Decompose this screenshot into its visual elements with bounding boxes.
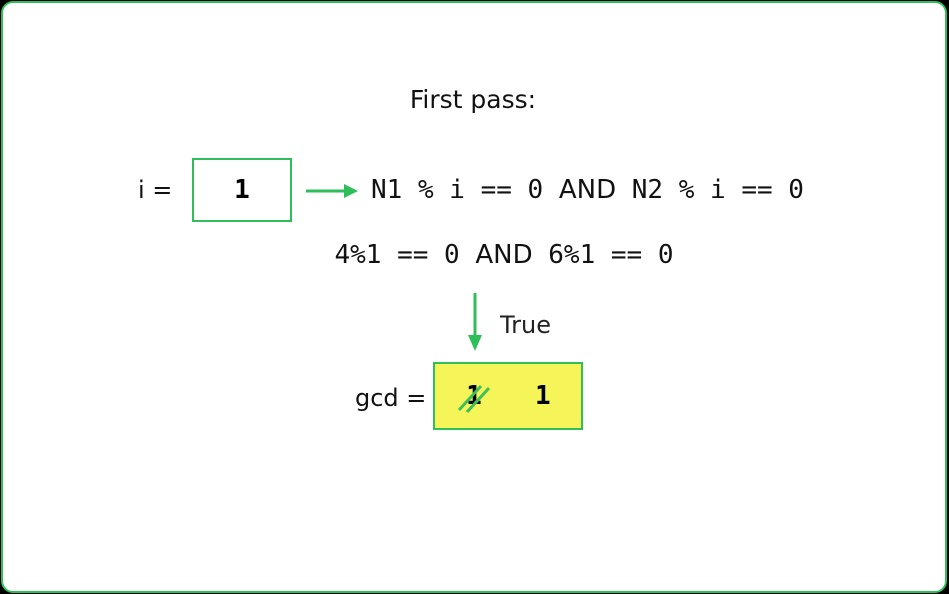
gcd-value-box: 1 1 — [433, 362, 583, 430]
evaluated-left: 4%1 == 0 — [334, 240, 476, 270]
strikethrough-icon — [457, 384, 491, 414]
arrow-right-icon — [306, 184, 358, 198]
evaluated-expression: 4%1 == 0 AND 6%1 == 0 — [3, 240, 945, 270]
condition-expression: N1 % i == 0 AND N2 % i == 0 — [371, 175, 804, 205]
evaluated-right: 6%1 == 0 — [532, 240, 674, 270]
i-value: 1 — [234, 175, 250, 205]
result-label: True — [500, 311, 551, 339]
i-value-box: 1 — [192, 158, 292, 222]
diagram-title: First pass: — [409, 85, 537, 114]
condition-and: AND — [558, 175, 617, 205]
condition-right: N2 % i == 0 — [616, 175, 804, 205]
i-label: i = — [138, 176, 173, 204]
evaluated-and: AND — [475, 240, 533, 270]
gcd-new-value: 1 — [535, 381, 551, 411]
arrow-down-icon — [468, 293, 482, 351]
condition-left: N1 % i == 0 — [371, 175, 559, 205]
gcd-label: gcd = — [355, 384, 427, 412]
